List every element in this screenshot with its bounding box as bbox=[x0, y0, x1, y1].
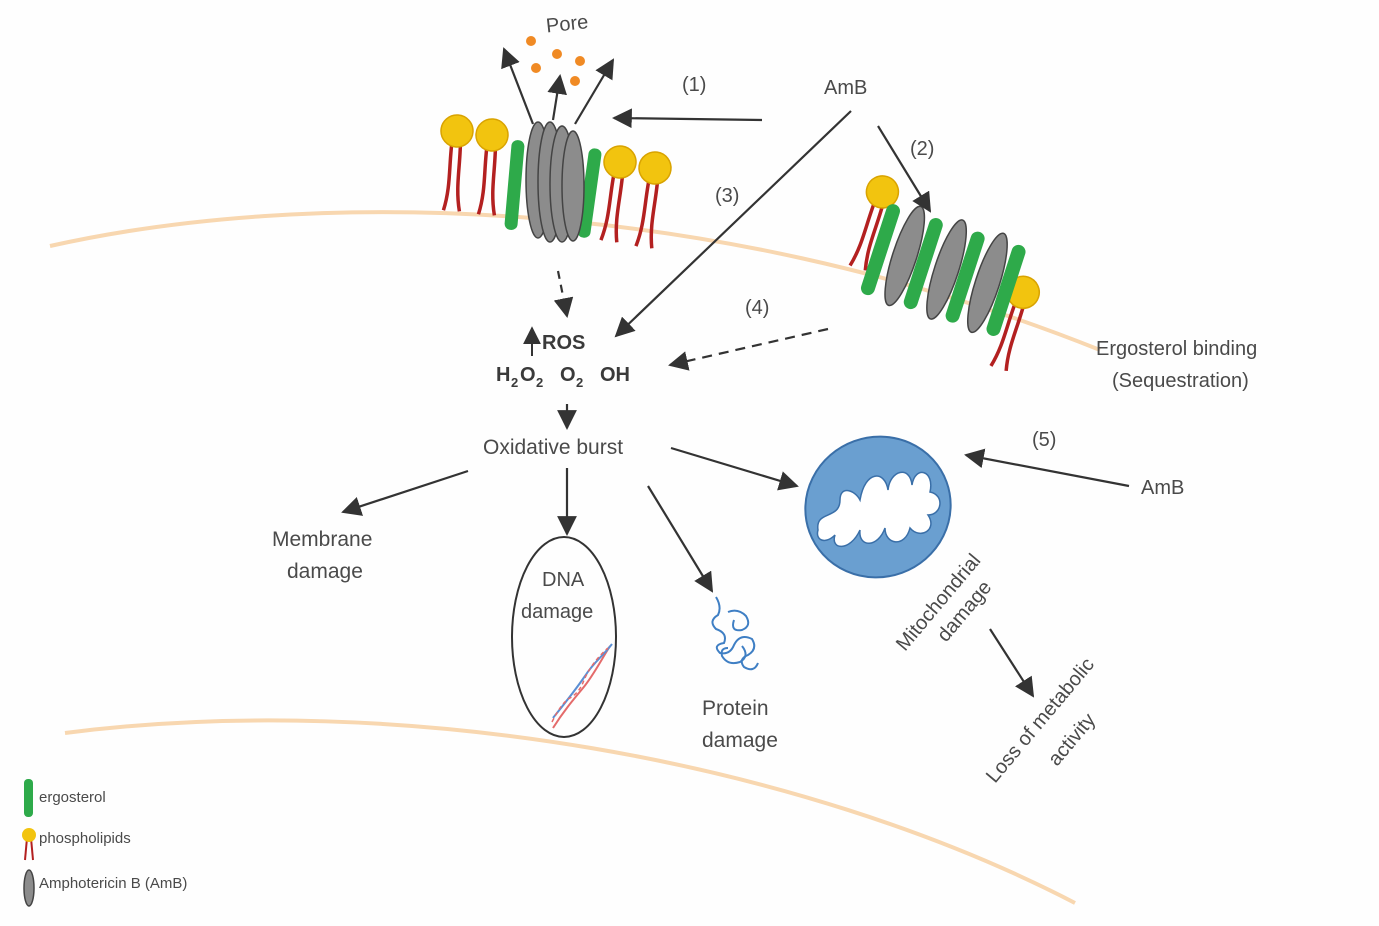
dna-damage-label-1: DNA bbox=[542, 569, 585, 591]
mitochondrion bbox=[804, 435, 952, 579]
pore-arrow-left bbox=[501, 47, 535, 125]
arrow-to-metabolic-loss bbox=[989, 628, 1035, 698]
arrow-to-membrane-damage bbox=[341, 469, 469, 516]
legend-amb-label: Amphotericin B (AmB) bbox=[39, 875, 187, 892]
dna-damage-label-2: damage bbox=[521, 601, 593, 623]
step3-label: (3) bbox=[715, 185, 739, 207]
ros-species: H 2 O 2 O 2 OH bbox=[496, 364, 630, 390]
legend-ergosterol-label: ergosterol bbox=[39, 789, 106, 806]
oxidative-burst-label: Oxidative burst bbox=[483, 436, 623, 459]
protein-damage-label-1: Protein bbox=[702, 697, 769, 720]
pore-complex bbox=[433, 112, 675, 252]
legend-phospholipid-icon bbox=[22, 828, 36, 861]
dna-nucleus bbox=[511, 536, 617, 738]
arrow-step5 bbox=[964, 448, 1130, 488]
membrane-damage-label-1: Membrane bbox=[272, 528, 372, 551]
arrow-pore-to-ros-dashed bbox=[553, 270, 574, 318]
arrow-step2 bbox=[877, 125, 932, 213]
o2-o: O bbox=[560, 364, 576, 386]
arrow-step3 bbox=[614, 110, 852, 338]
h2o2-h: H bbox=[496, 364, 510, 386]
o2-sub: 2 bbox=[576, 375, 583, 390]
legend: ergosterol phospholipids Amphotericin B … bbox=[22, 779, 187, 907]
amb-label-top: AmB bbox=[824, 77, 867, 99]
upper-membrane bbox=[49, 210, 1101, 352]
arrow-step1 bbox=[612, 108, 763, 129]
sequestration-label: (Sequestration) bbox=[1112, 370, 1249, 392]
ergosterol-binding-label: Ergosterol binding bbox=[1096, 338, 1257, 360]
oh-label: OH bbox=[600, 364, 630, 386]
sequestration-complex bbox=[840, 169, 1046, 376]
pore-ions bbox=[526, 36, 585, 86]
h2o2-sub2: 2 bbox=[536, 375, 543, 390]
pore-arrow-middle bbox=[547, 74, 567, 121]
membrane-damage-label-2: damage bbox=[287, 560, 363, 583]
step4-label: (4) bbox=[745, 297, 769, 319]
arrow-to-mitochondrion bbox=[670, 446, 799, 491]
amb-label-right: AmB bbox=[1141, 477, 1184, 499]
protein-squiggle-icon bbox=[711, 596, 759, 671]
step5-label: (5) bbox=[1032, 429, 1056, 451]
h2o2-sub1: 2 bbox=[511, 375, 518, 390]
pore-label: Pore bbox=[545, 11, 589, 37]
lower-membrane bbox=[64, 718, 1076, 905]
arrow-step4-dashed bbox=[668, 327, 829, 371]
ros-label: ROS bbox=[542, 332, 585, 354]
h2o2-o: O bbox=[520, 364, 536, 386]
legend-amb-swatch bbox=[23, 869, 35, 907]
step2-label: (2) bbox=[910, 138, 934, 160]
step1-label: (1) bbox=[682, 74, 706, 96]
pore-arrow-right bbox=[574, 58, 615, 125]
legend-phospholipids-label: phospholipids bbox=[39, 830, 131, 847]
protein-damage-label-2: damage bbox=[702, 729, 778, 752]
arrow-to-protein-damage bbox=[647, 485, 714, 593]
legend-ergosterol-swatch bbox=[24, 779, 33, 817]
